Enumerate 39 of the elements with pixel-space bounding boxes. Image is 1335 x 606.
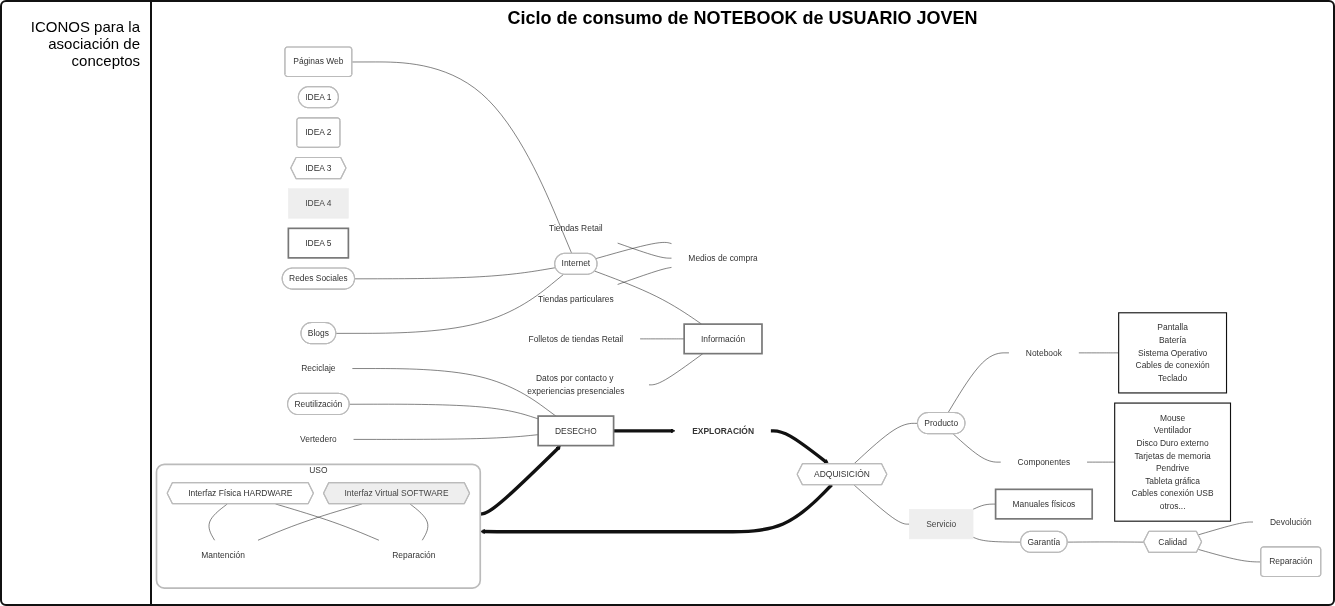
connector: [648, 353, 704, 386]
node-text: Tiendas Retail: [549, 223, 603, 233]
arrow: [770, 429, 829, 465]
node-box: IDEA 5: [287, 227, 350, 259]
diagram-title: Ciclo de consumo de NOTEBOOK de USUARIO JOVEN: [506, 7, 979, 30]
node-text: Folletos de tiendas Retail: [528, 333, 624, 344]
node-text: Componentes: [1017, 456, 1071, 467]
connector: [617, 267, 672, 285]
connector: [1086, 461, 1115, 463]
connector: [617, 242, 672, 259]
node-text: EXPLORACIÓN: [692, 425, 755, 436]
node-box: Servicio: [909, 509, 974, 540]
node-text: Tiendas particulares: [538, 294, 614, 304]
arrow: [613, 428, 676, 434]
connector: [972, 503, 996, 510]
connector: [353, 434, 539, 440]
connector: [275, 503, 380, 541]
node-box: DESECHO: [537, 415, 615, 447]
node-text: Reparación: [392, 549, 436, 560]
node-box: Pantalla Batería Sistema Operativo Cables de conexión Teclado: [1118, 312, 1228, 394]
node-text: Mantención: [201, 549, 245, 560]
node-box: Manuales físicos: [994, 488, 1094, 520]
node-text: Devolución: [1269, 516, 1312, 527]
connector: [257, 503, 363, 541]
node-text: Vertedero: [300, 434, 337, 444]
connector: [1078, 352, 1119, 354]
connector: [594, 270, 702, 325]
node-text: Medios de compra: [688, 252, 758, 263]
arrow: [480, 445, 561, 516]
connector: [595, 242, 672, 259]
node-box: Mouse Ventilador Disco Duro externo Tarjetas de memoria Pendrive Tableta gráfica Cables conexión USB otros...: [1114, 402, 1232, 522]
heading-text: ICONOS para la asociación de conceptos: [29, 18, 140, 69]
connector: [349, 403, 539, 420]
node-text: Reciclaje: [301, 363, 336, 373]
node-box: Información: [683, 323, 763, 355]
arrow: [480, 483, 833, 535]
node-text: Notebook: [1025, 347, 1062, 358]
connector: [639, 338, 685, 340]
node-text: Datos por contacto y experiencias presenciales: [527, 373, 625, 396]
